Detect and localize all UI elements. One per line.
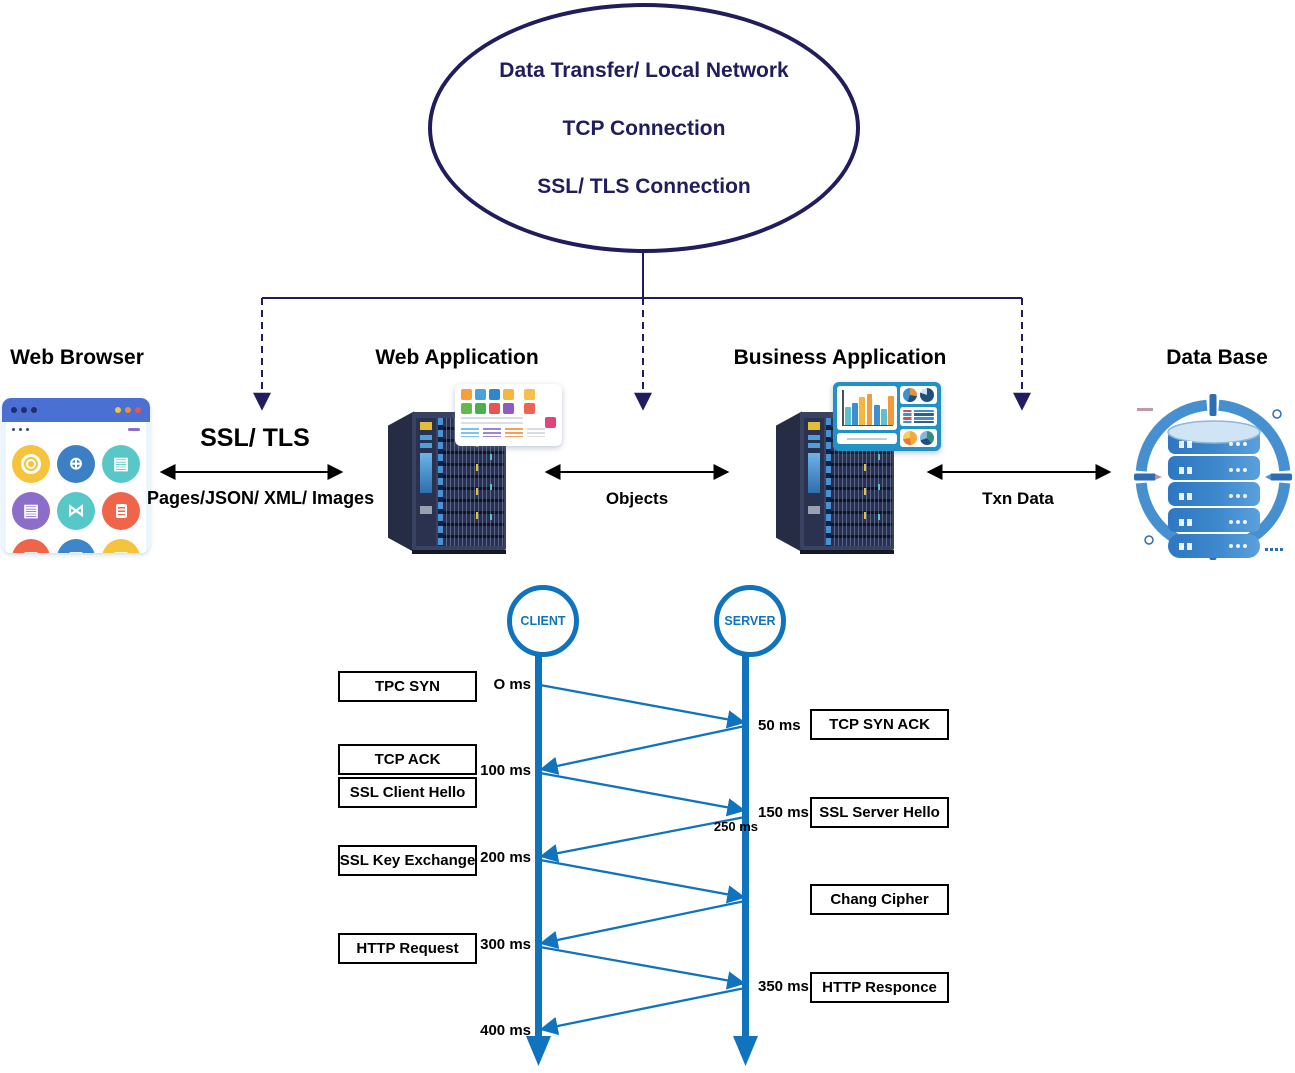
msg-box-ssl-server-hello: SSL Server Hello [810, 797, 949, 828]
database-icon [1134, 394, 1292, 560]
web-application-title: Web Application [375, 346, 539, 369]
server-actor: SERVER [714, 585, 786, 657]
browser-app-grid: ⊕ ▤ ▤ ⋈ ✉ ✉ ✉ [6, 436, 146, 553]
target-icon [12, 445, 50, 483]
web-browser-icon: ⊕ ▤ ▤ ⋈ ✉ ✉ ✉ [2, 398, 150, 553]
time-250ms: 250 ms [713, 819, 758, 834]
time-0ms: O ms [493, 676, 531, 693]
msg-box-tcp-ack: TCP ACK [338, 744, 477, 775]
msg-box-chang-cipher: Chang Cipher [810, 884, 949, 915]
database-decorations [1137, 408, 1283, 551]
web-browser-title: Web Browser [10, 346, 144, 369]
server-lifeline-arrowhead [733, 1036, 758, 1066]
card-icon: ▤ [102, 445, 140, 483]
txn-data-label: Txn Data [982, 489, 1054, 508]
browser-left-dots [11, 407, 37, 413]
bar-chart-icon [837, 386, 897, 430]
time-150ms: 150 ms [758, 804, 809, 821]
ellipse-line-2: TCP Connection [562, 116, 726, 140]
browser-traffic-dots [115, 407, 141, 413]
card-icon: ▤ [12, 492, 50, 530]
app-icons-card [455, 384, 562, 446]
sequence-messages [539, 683, 746, 1036]
ellipse-line-3: SSL/ TLS Connection [537, 174, 751, 198]
pages-json-label: Pages/JSON/ XML/ Images [147, 488, 375, 508]
database-cylinder [1167, 420, 1261, 558]
objects-label: Objects [605, 489, 669, 508]
msg-box-tcp-syn-ack: TCP SYN ACK [810, 709, 949, 740]
envelope-icon: ✉ [57, 539, 95, 553]
time-400ms: 400 ms [480, 1022, 531, 1039]
client-lifeline-arrowhead [526, 1036, 551, 1066]
browser-title-bar [2, 398, 150, 422]
time-300ms: 300 ms [480, 936, 531, 953]
time-350ms: 350 ms [758, 978, 809, 995]
envelope-icon: ✉ [102, 539, 140, 553]
client-actor-label: CLIENT [520, 614, 566, 628]
time-200ms: 200 ms [480, 849, 531, 866]
network-scope-ellipse: Data Transfer/ Local Network TCP Connect… [428, 3, 860, 253]
time-50ms: 50 ms [758, 717, 801, 734]
document-icon [102, 492, 140, 530]
browser-toolbar-dash [128, 427, 140, 431]
msg-box-tpc-syn: TPC SYN [338, 671, 477, 702]
business-application-title: Business Application [733, 346, 947, 369]
pie-charts-icon [900, 386, 937, 404]
database-title: Data Base [1166, 346, 1268, 369]
ellipse-line-1: Data Transfer/ Local Network [499, 58, 789, 82]
pie-charts-icon [900, 429, 937, 448]
bowtie-icon: ⋈ [57, 492, 95, 530]
dashboard-card [833, 382, 941, 451]
ssl-tls-label: SSL/ TLS [200, 424, 310, 452]
browser-toolbar-dots [12, 427, 29, 431]
browser-toolbar [6, 422, 146, 436]
msg-box-http-responce: HTTP Responce [810, 972, 949, 1003]
envelope-icon: ✉ [12, 539, 50, 553]
legend-rows-icon [900, 406, 937, 427]
client-actor: CLIENT [507, 585, 579, 657]
server-actor-label: SERVER [724, 614, 776, 628]
web-application-icon [383, 384, 568, 556]
business-application-icon [768, 382, 953, 556]
msg-box-ssl-key-exchange: SSL Key Exchange [338, 845, 477, 876]
globe-icon: ⊕ [57, 445, 95, 483]
msg-box-http-request: HTTP Request [338, 933, 477, 964]
msg-box-ssl-client-hello: SSL Client Hello [338, 777, 477, 808]
time-100ms: 100 ms [480, 762, 531, 779]
